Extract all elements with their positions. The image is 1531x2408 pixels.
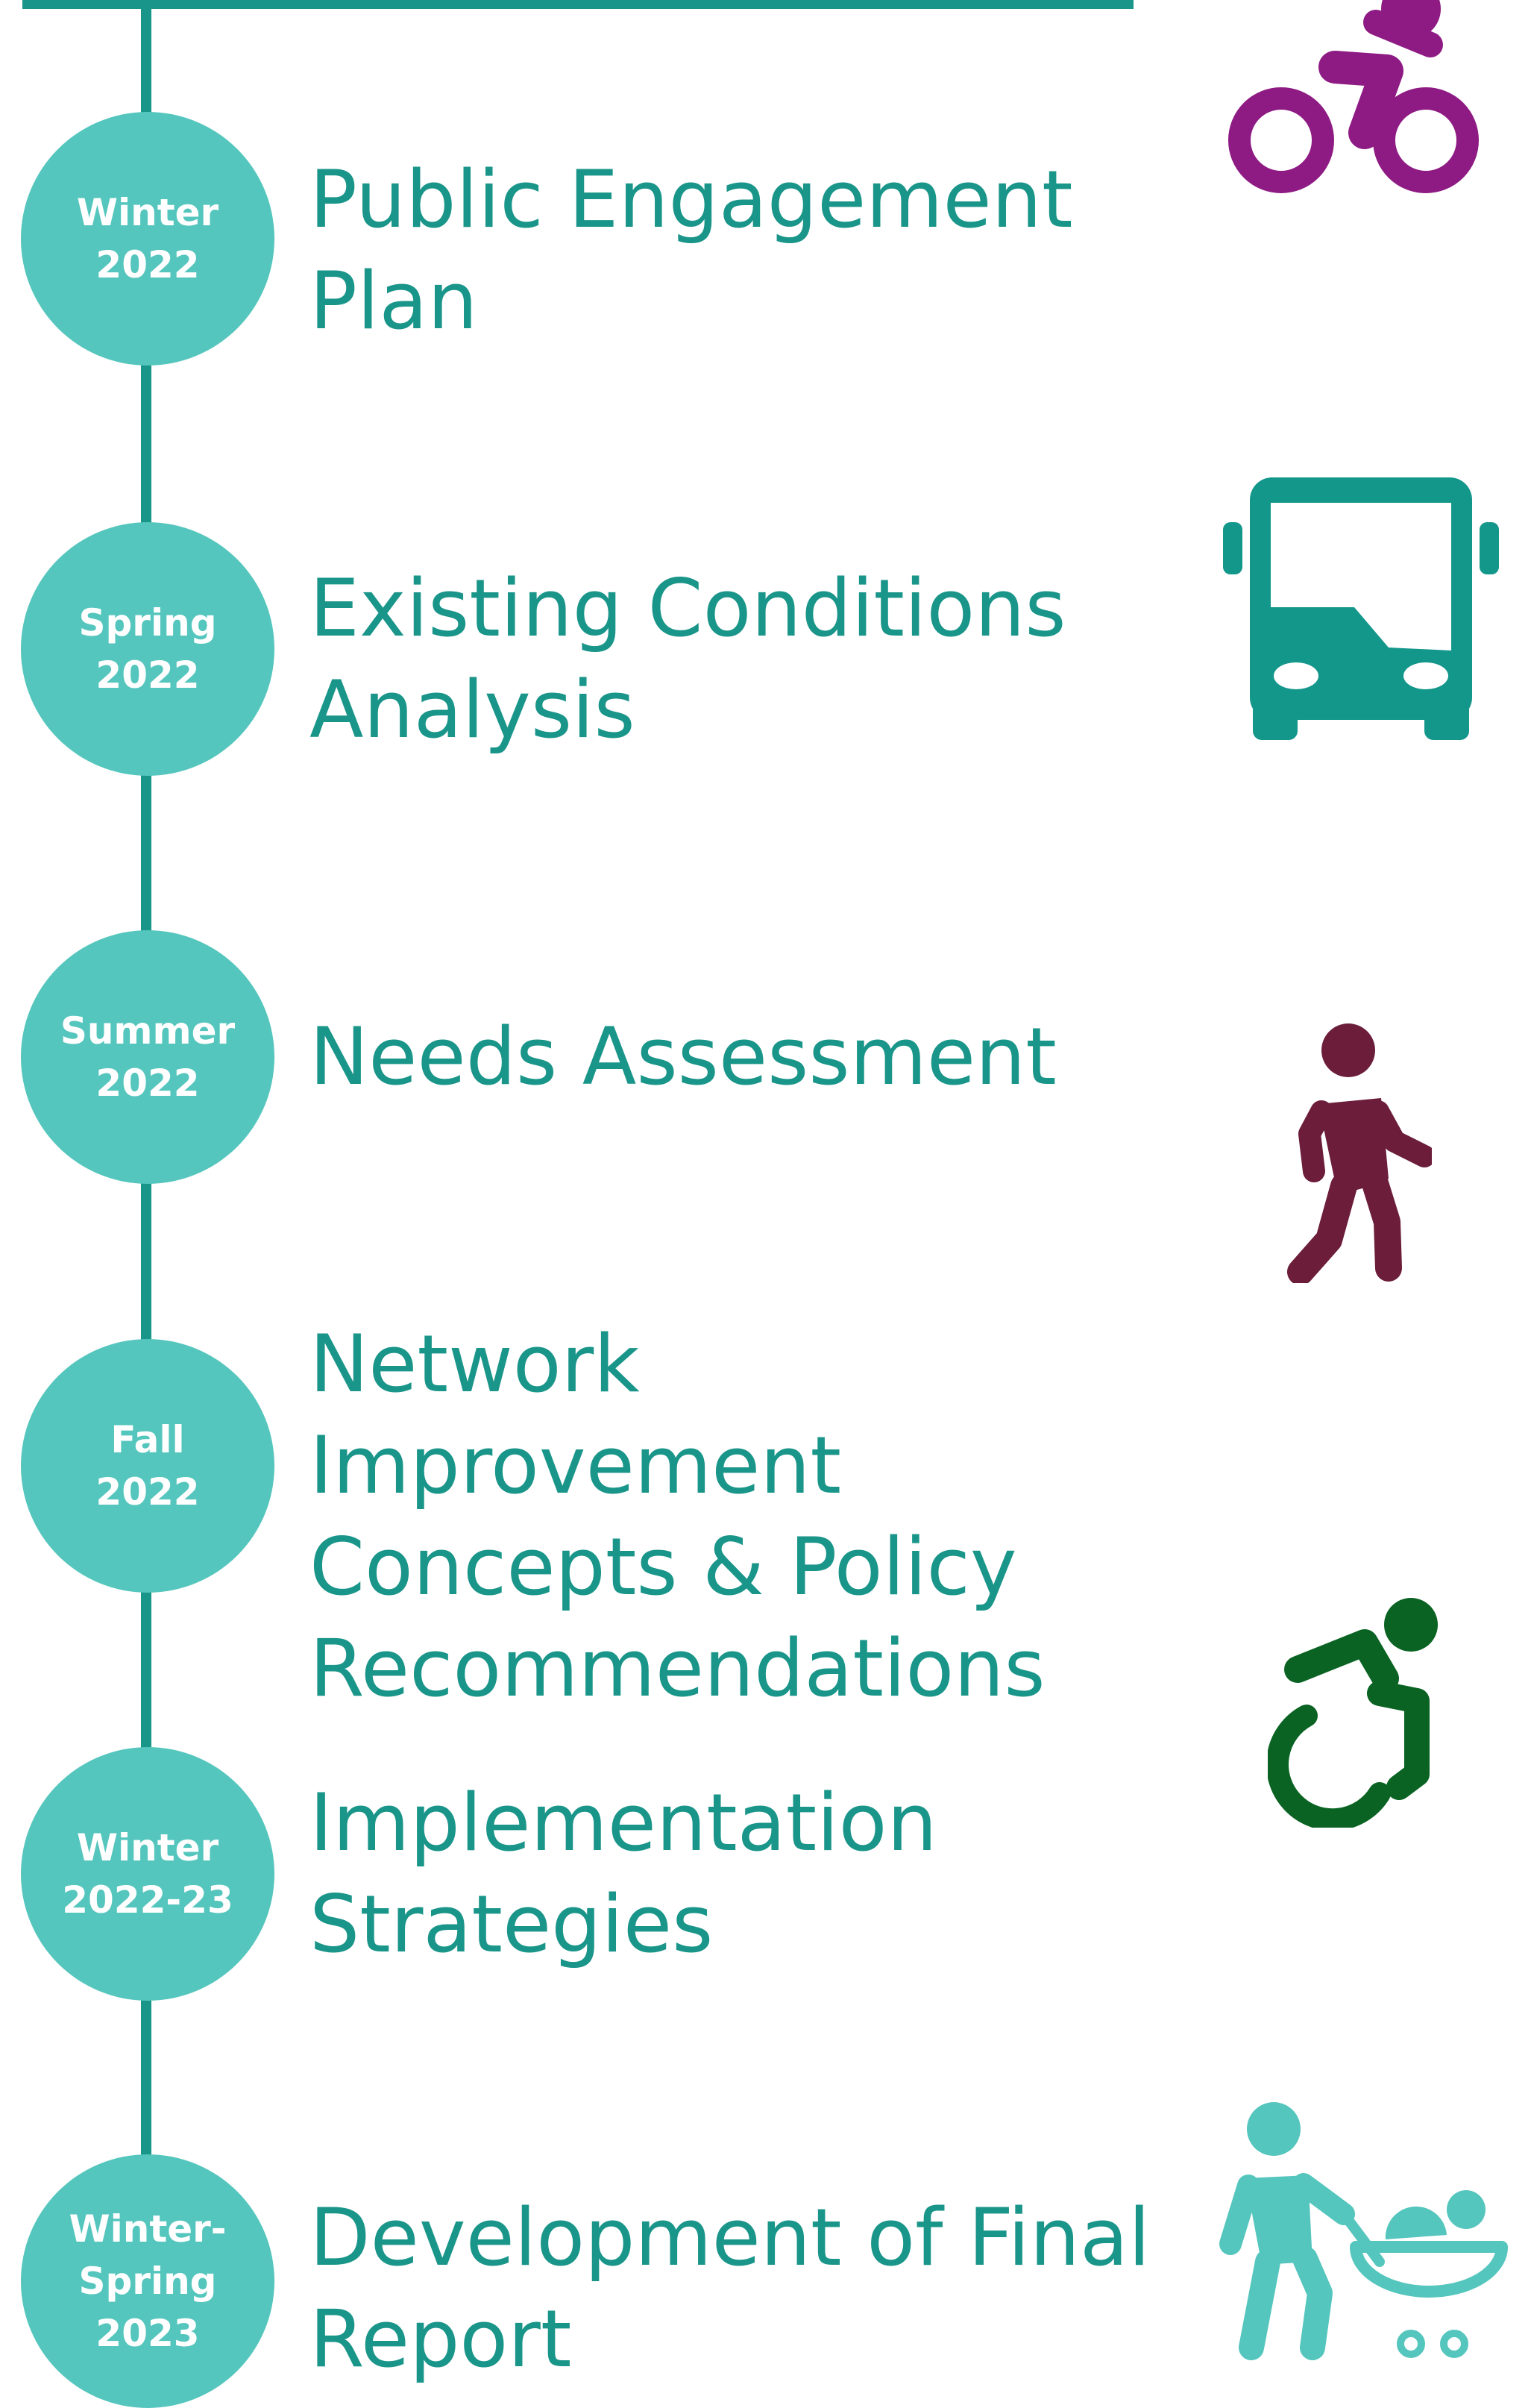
milestone-final-report: Winter- Spring 2023 Development of Final… xyxy=(0,2154,1531,2408)
milestone-title: Implementation Strategies xyxy=(309,1777,937,1970)
milestone-existing-conditions: Spring 2022 Existing Conditions Analysis xyxy=(0,522,1531,776)
milestone-period: Winter 2022-23 xyxy=(62,1826,233,1922)
milestone-public-engagement: Winter 2022 Public Engagement Plan xyxy=(0,112,1531,366)
milestone-node: Summer 2022 xyxy=(21,930,274,1184)
milestone-title: Public Engagement Plan xyxy=(309,154,1073,347)
milestone-title: Development of Final Report xyxy=(309,2192,1151,2385)
milestone-period: Summer 2022 xyxy=(60,1009,236,1105)
milestone-network-improvement: Fall 2022 Network Improvement Concepts &… xyxy=(0,1318,1531,1714)
milestone-title: Existing Conditions Analysis xyxy=(309,562,1066,756)
pedestrian-icon xyxy=(1283,1022,1432,1283)
milestone-node: Winter- Spring 2023 xyxy=(21,2154,274,2408)
milestone-period: Spring 2022 xyxy=(78,601,217,697)
bicycle-icon xyxy=(1223,0,1484,201)
milestone-needs-assessment: Summer 2022 Needs Assessment xyxy=(0,930,1531,1184)
timeline-top-rule xyxy=(22,0,1134,9)
milestone-implementation: Winter 2022-23 Implementation Strategies xyxy=(0,1747,1531,2001)
stroller-icon xyxy=(1201,2098,1514,2366)
milestone-node: Winter 2022 xyxy=(21,112,274,366)
milestone-node: Spring 2022 xyxy=(21,522,274,776)
milestone-node: Winter 2022-23 xyxy=(21,1747,274,2001)
wheelchair-icon xyxy=(1268,1596,1439,1828)
milestone-period: Winter- Spring 2023 xyxy=(69,2207,227,2355)
milestone-title: Needs Assessment xyxy=(309,1011,1057,1103)
milestone-period: Winter 2022 xyxy=(76,191,219,286)
milestone-node: Fall 2022 xyxy=(21,1339,274,1593)
bus-icon xyxy=(1223,477,1499,746)
milestone-title: Network Improvement Concepts & Policy Re… xyxy=(309,1318,1046,1714)
milestone-period: Fall 2022 xyxy=(95,1418,200,1514)
